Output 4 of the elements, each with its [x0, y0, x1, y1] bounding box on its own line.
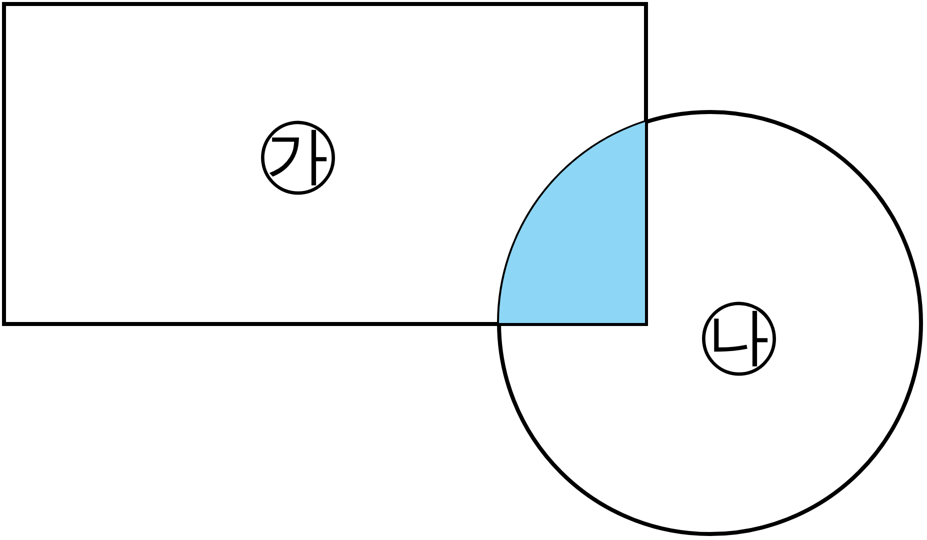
region-label: ㉯: [697, 292, 781, 376]
shaded-overlap: [499, 122, 645, 323]
region-label: ㉮: [256, 111, 340, 195]
rectangle-region: [2, 2, 648, 326]
